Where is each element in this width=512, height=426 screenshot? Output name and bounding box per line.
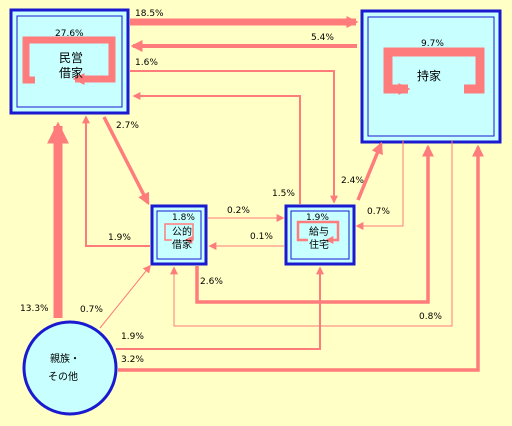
flow-label-relatives-to-public: 0.7% [80, 305, 103, 315]
company-housing-label-1: 給与 [309, 225, 329, 238]
flow-owned-to-public [170, 140, 453, 327]
flow-label-private-to-owned: 18.5% [135, 9, 164, 19]
flow-label-company-to-owned: 2.4% [341, 176, 364, 186]
flow-label-public-to-company: 0.2% [227, 206, 250, 216]
flow-company-to-owned [356, 141, 383, 201]
flow-label-relatives-to-private: 13.3% [20, 304, 49, 314]
flow-private-to-public [102, 116, 150, 206]
flow-label-owned-to-public: 0.8% [419, 312, 442, 322]
flow-relatives-to-owned [118, 144, 484, 372]
flow-label-relatives-to-company: 1.9% [121, 332, 144, 342]
flow-private-to-company [130, 70, 338, 204]
private-rental-label-2: 借家 [59, 65, 83, 80]
loop-owned-house [383, 47, 485, 95]
public-rental-label-1: 公的 [172, 225, 192, 238]
flow-relatives-to-public [99, 264, 152, 329]
relatives-label-2: その他 [48, 370, 78, 383]
public-rental-pct: 1.8% [172, 213, 195, 223]
flow-label-company-to-private: 1.5% [272, 189, 295, 199]
flow-company-to-private [132, 92, 301, 204]
node-relatives-other [22, 320, 118, 416]
loop-private-rental [22, 36, 116, 85]
flow-label-relatives-to-owned: 3.2% [121, 355, 144, 365]
owned-house-label: 持家 [417, 68, 441, 83]
relatives-label-1: 親族・ [50, 352, 80, 365]
node-public-rental [150, 204, 208, 266]
flow-label-owned-to-company: 0.7% [367, 207, 390, 217]
flow-public-to-owned [195, 144, 434, 304]
flow-label-private-to-public: 2.7% [116, 121, 139, 131]
flow-label-owned-to-private: 5.4% [311, 33, 334, 43]
flow-owned-to-company [355, 140, 404, 230]
flow-label-public-to-private: 1.9% [108, 233, 131, 243]
loop-public-rental [164, 223, 194, 244]
owned-house-pct: 9.7% [421, 39, 444, 49]
flow-public-to-private [82, 115, 150, 247]
company-housing-label-2: 住宅 [309, 238, 329, 251]
company-housing-pct: 1.9% [306, 213, 329, 223]
flow-label-private-to-company: 1.6% [135, 58, 158, 68]
flow-relatives-to-company [116, 266, 324, 350]
private-rental-label-1: 民営 [59, 51, 83, 65]
public-rental-label-2: 借家 [172, 238, 192, 251]
loop-company-housing [296, 220, 340, 244]
flow-label-public-to-owned: 2.6% [200, 277, 223, 287]
flow-label-company-to-public: 0.1% [250, 232, 273, 242]
private-rental-pct: 27.6% [55, 29, 84, 39]
